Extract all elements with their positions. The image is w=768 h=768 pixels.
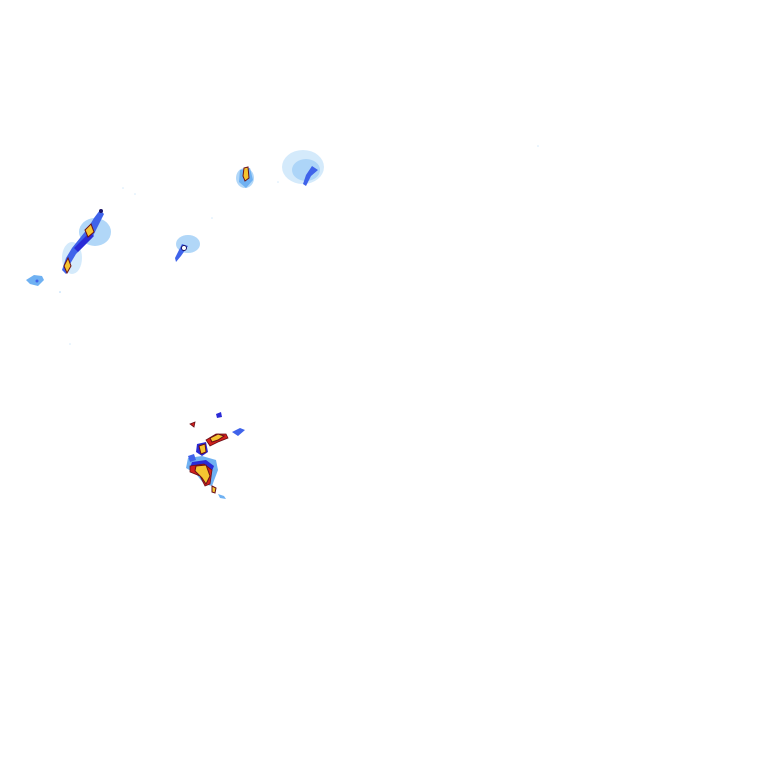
echo-heavy-core [198, 443, 207, 455]
echo-small-cell [218, 494, 226, 499]
echo-cell-north-cluster [282, 150, 324, 186]
echo-speck [537, 145, 539, 147]
echo-speck [134, 193, 136, 195]
echo-cell-far-west [26, 275, 44, 286]
echo-speck [59, 291, 61, 293]
echo-cell-south-cluster [186, 412, 245, 499]
echo-speck [277, 181, 279, 183]
echo-speck [122, 187, 124, 189]
echo-small-cell [211, 485, 217, 494]
echo-core [181, 245, 187, 251]
echo-speck [35, 279, 39, 283]
echo-blue-streak [232, 428, 245, 436]
echo-speck [99, 209, 103, 213]
radar-clutter [59, 145, 539, 345]
echo-heavy-core [63, 256, 72, 275]
echo-light-area [292, 159, 320, 181]
echo-heavy-core [242, 166, 250, 182]
echo-small-cell [188, 454, 196, 462]
echo-small-cell [216, 412, 222, 418]
echo-heavy-core [209, 433, 226, 443]
echo-light-area [26, 275, 44, 286]
echo-deep-blue-core [74, 232, 94, 252]
echo-heavy-core [84, 223, 95, 238]
echo-cell-west-isolated [175, 235, 200, 262]
echo-blue-streak [303, 166, 318, 186]
echo-cell-north-small [236, 166, 254, 188]
echo-speck [211, 217, 213, 219]
echo-heavy-core [194, 464, 211, 485]
echo-small-cell [189, 421, 196, 428]
echo-cell-northwest-band [62, 209, 111, 275]
echo-speck [69, 343, 71, 345]
